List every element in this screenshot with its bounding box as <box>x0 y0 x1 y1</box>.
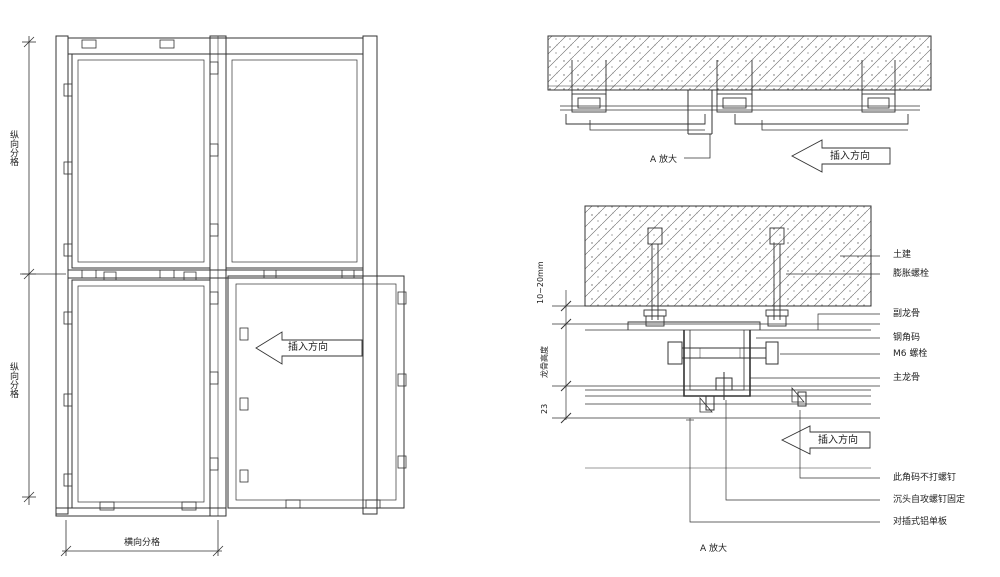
detail-a-view <box>552 205 880 523</box>
dim-gap-label: 10~20mm <box>536 261 545 304</box>
callout-label: M6 螺栓 <box>893 349 928 359</box>
section-insert-direction-label: 插入方向 <box>830 151 870 162</box>
top-detail-a-label: A 放大 <box>650 155 678 165</box>
callout-label: 膨胀螺栓 <box>893 269 930 279</box>
callout-label: 土建 <box>893 250 912 260</box>
callout-label: 钢角码 <box>893 333 921 343</box>
elevation-view <box>20 35 407 557</box>
callout-label: 沉头自攻螺钉固定 <box>893 495 966 505</box>
callout-label: 副龙骨 <box>893 309 921 319</box>
horizontal-dim-label: 横向分格 <box>124 538 161 548</box>
dim-height-label: 龙骨高度 <box>540 346 549 378</box>
detail-insert-direction-label: 插入方向 <box>818 435 858 446</box>
dim-small-label: 23 <box>540 403 549 414</box>
vertical-dim-top-label: 纵向分格 <box>8 130 18 166</box>
vertical-dim-bottom-label: 纵向分格 <box>8 362 18 398</box>
callout-label: 此角码不打螺钉 <box>893 473 957 483</box>
section-view <box>547 35 932 173</box>
detail-caption: A 放大 <box>700 544 728 554</box>
callout-label: 主龙骨 <box>893 373 921 383</box>
elevation-insert-direction-label: 插入方向 <box>288 342 328 353</box>
callout-label: 对插式铝单板 <box>893 517 948 527</box>
